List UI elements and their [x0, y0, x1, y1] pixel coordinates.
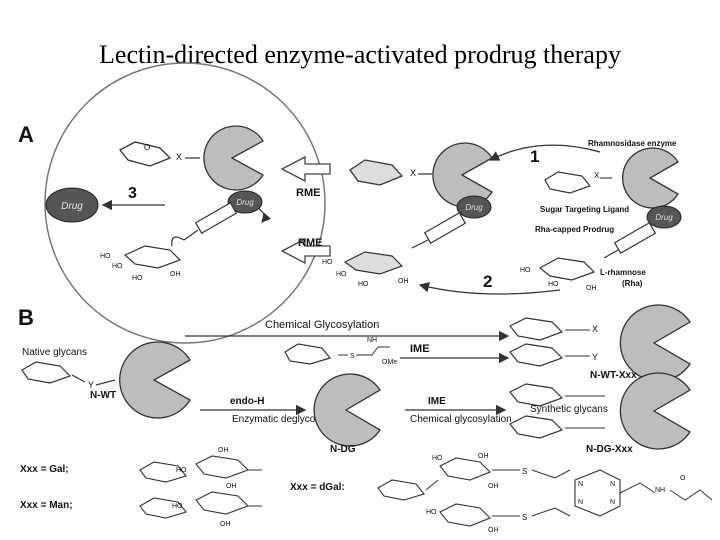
sugar-ligand-enzyme: X	[544, 147, 679, 209]
svg-text:HO: HO	[520, 267, 531, 274]
svg-text:X: X	[176, 152, 182, 162]
rme-label-top: RME	[296, 187, 320, 199]
n-dg-label: N-DG	[330, 444, 356, 455]
ime-reagent: S NH OMe	[284, 337, 397, 366]
svg-text:S: S	[522, 513, 527, 522]
rme-label-bottom: RME	[298, 237, 322, 249]
svg-text:X: X	[592, 324, 598, 334]
svg-text:HO: HO	[172, 503, 183, 510]
svg-text:X: X	[594, 171, 600, 180]
rha-label: (Rha)	[622, 279, 643, 288]
slide-title: Lectin-directed enzyme-activated prodrug…	[99, 40, 621, 69]
step2-arrow	[418, 282, 561, 295]
svg-text:OH: OH	[478, 453, 489, 460]
cell-membrane	[44, 62, 326, 344]
xxx-gal-label: Xxx = Gal;	[20, 464, 69, 475]
step1-arrow	[488, 144, 601, 161]
enzyme-pacman	[203, 125, 264, 191]
l-rhamnose-label: L-rhamnose	[600, 268, 646, 277]
synthetic-glycans-label: Synthetic glycans	[530, 404, 608, 415]
svg-text:OH: OH	[488, 527, 499, 534]
internal-enzyme-complex: O X	[119, 125, 264, 191]
chemical-glycosylation-2-label: Chemical glycosylation	[410, 414, 512, 425]
n-dg-protein	[313, 373, 381, 447]
panel-a-letter: A	[18, 122, 34, 147]
svg-text:HO: HO	[176, 467, 187, 474]
svg-text:HO: HO	[132, 275, 143, 282]
chemical-glycosylation-label: Chemical Glycosylation	[265, 319, 379, 331]
svg-text:HO: HO	[548, 281, 559, 288]
svg-text:HO: HO	[322, 259, 333, 266]
svg-text:HO: HO	[358, 281, 369, 288]
svg-text:Drug: Drug	[655, 213, 673, 222]
svg-text:OH: OH	[398, 278, 409, 285]
svg-text:Y: Y	[592, 352, 598, 362]
xxx-dgal-label: Xxx = dGal:	[290, 482, 345, 493]
ime-label-bottom: IME	[428, 396, 446, 407]
svg-text:S: S	[522, 467, 527, 476]
native-glycans-label: Native glycans	[22, 347, 87, 358]
n-dg-xxx-label: N-DG-Xxx	[586, 444, 633, 455]
svg-text:HO: HO	[432, 455, 443, 462]
svg-text:OH: OH	[170, 271, 181, 278]
dgal-structure: HO OH OH HO OH S S N N N N NH O	[377, 453, 713, 534]
svg-text:OH: OH	[220, 521, 231, 528]
rme-arrow-top	[280, 155, 331, 183]
rha-capped-label: Rha-capped Prodrug	[535, 225, 614, 234]
n-wt-label: N-WT	[90, 390, 116, 401]
n-dg-xxx-product	[509, 372, 691, 450]
enzymatic-label: Enzymatic deglycosylation	[232, 414, 349, 425]
svg-text:HO: HO	[336, 271, 347, 278]
step1-number: 1	[530, 147, 539, 166]
svg-text:OH: OH	[218, 447, 229, 454]
svg-text:Drug: Drug	[465, 203, 483, 212]
svg-text:HO: HO	[100, 253, 111, 260]
svg-text:Drug: Drug	[61, 201, 83, 212]
external-prodrug: Drug HO HO HO OH	[322, 195, 492, 288]
svg-text:Drug: Drug	[236, 198, 254, 207]
svg-text:OH: OH	[488, 483, 499, 490]
xxx-man-label: Xxx = Man;	[20, 500, 73, 511]
man-structure: HO OH	[139, 491, 262, 528]
svg-text:N: N	[610, 481, 615, 488]
svg-text:OMe: OMe	[382, 359, 397, 366]
step3-number: 3	[128, 185, 137, 202]
svg-text:NH: NH	[655, 487, 665, 494]
svg-text:S: S	[350, 353, 355, 360]
panel-b-letter: B	[18, 305, 34, 330]
ime-label-top: IME	[410, 343, 430, 355]
svg-text:N: N	[610, 499, 615, 506]
native-protein: Y	[21, 341, 191, 419]
svg-text:OH: OH	[586, 285, 597, 292]
svg-text:O: O	[144, 143, 150, 152]
svg-text:HO: HO	[426, 509, 437, 516]
rhamnosidase-label: Rhamnosidase enzyme	[588, 139, 677, 148]
endo-h-label: endo-H	[230, 396, 264, 407]
svg-text:OH: OH	[226, 483, 237, 490]
svg-text:NH: NH	[367, 337, 377, 344]
internal-prodrug: Drug HO HO HO OH	[100, 190, 272, 282]
n-wt-xxx-label: N-WT-Xxx	[590, 370, 637, 381]
svg-text:Y: Y	[88, 380, 94, 390]
svg-text:N: N	[578, 499, 583, 506]
gal-structure: HO OH OH	[139, 447, 262, 490]
rme-arrow-bottom	[280, 237, 331, 265]
sugar-targeting-label: Sugar Targeting Ligand	[540, 205, 629, 214]
rha-capped-prodrug: Drug HO HO OH	[520, 205, 682, 292]
step2-number: 2	[483, 272, 492, 291]
svg-text:N: N	[578, 481, 583, 488]
svg-text:HO: HO	[112, 263, 123, 270]
released-drug: Drug	[45, 187, 99, 223]
svg-text:X: X	[410, 168, 416, 178]
svg-text:O: O	[680, 475, 686, 482]
